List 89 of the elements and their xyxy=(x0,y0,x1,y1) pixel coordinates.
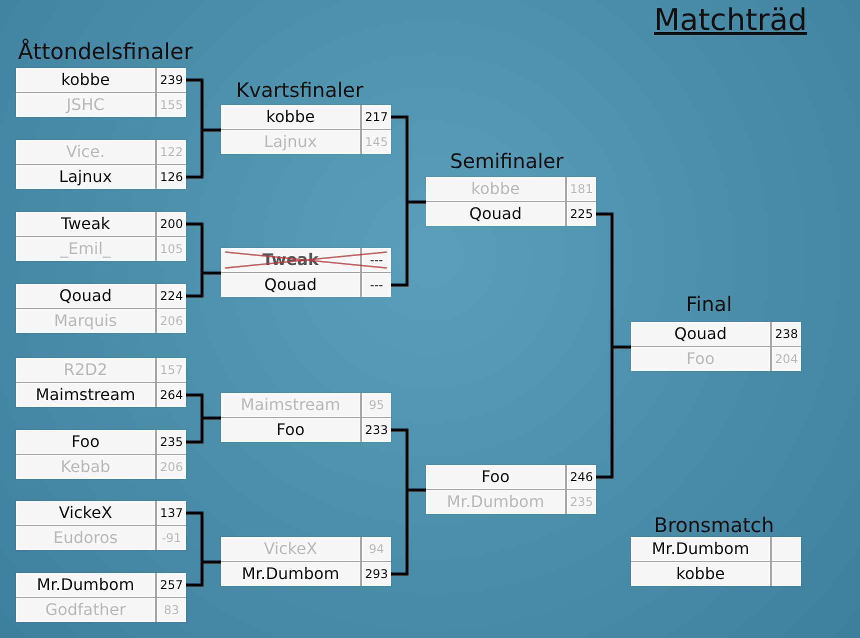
score: 105 xyxy=(159,241,184,258)
player-name: _Emil_ xyxy=(16,237,157,261)
score: 233 xyxy=(364,422,389,439)
match-box xyxy=(16,358,186,407)
match-box xyxy=(631,322,801,371)
player-name: Mr.Dumbom xyxy=(221,562,362,586)
player-name: Qouad xyxy=(631,322,772,346)
match-box xyxy=(426,177,596,226)
player-name: kobbe xyxy=(16,68,157,92)
match-box xyxy=(16,284,186,333)
bracket-line xyxy=(596,346,631,478)
score: 122 xyxy=(159,144,184,161)
score: 126 xyxy=(159,169,184,186)
score: 137 xyxy=(159,505,184,522)
score: 239 xyxy=(159,72,184,89)
diagram-title: Matchträd xyxy=(654,6,808,36)
player-name: Foo xyxy=(426,465,567,489)
score: 157 xyxy=(159,362,184,379)
player-name: VickeX xyxy=(221,537,362,561)
score: 94 xyxy=(368,541,386,558)
round-heading: Bronsmatch xyxy=(654,515,774,535)
player-name: Foo xyxy=(16,430,157,454)
score: -91 xyxy=(160,530,182,547)
score: 257 xyxy=(159,577,184,594)
player-name: Qouad xyxy=(426,202,567,226)
player-name: Foo xyxy=(631,347,772,371)
score: 181 xyxy=(569,181,594,198)
player-name: Eudoros xyxy=(16,526,157,550)
score: 206 xyxy=(159,459,184,476)
bracket-line xyxy=(186,128,221,178)
player-name: Mr.Dumbom xyxy=(16,573,157,597)
match-box xyxy=(221,248,391,297)
score: 246 xyxy=(569,469,594,486)
score: 206 xyxy=(159,313,184,330)
score: 83 xyxy=(162,602,180,619)
match-box xyxy=(221,105,391,154)
round-heading: Kvartsfinaler xyxy=(236,80,364,100)
player-name: Godfather xyxy=(16,598,157,622)
player-name: Vice. xyxy=(16,140,157,164)
match-box xyxy=(221,393,391,442)
score: 235 xyxy=(569,494,594,511)
round-heading: Semifinaler xyxy=(450,151,564,171)
score: 145 xyxy=(364,134,389,151)
player-name: Tweak xyxy=(16,212,157,236)
bracket-line xyxy=(391,488,426,576)
bracket-line xyxy=(391,200,426,286)
match-box xyxy=(16,140,186,189)
player-name: Maimstream xyxy=(16,383,157,407)
player-name: Lajnux xyxy=(221,130,362,154)
player-name: Mr.Dumbom xyxy=(426,490,567,514)
score: --- xyxy=(369,277,384,294)
score: 224 xyxy=(159,288,184,305)
score: --- xyxy=(369,252,384,269)
player-name: kobbe xyxy=(631,562,772,586)
match-box xyxy=(426,465,596,514)
bracket-line xyxy=(186,416,221,444)
bracket-line xyxy=(186,272,221,298)
score: 95 xyxy=(368,397,386,414)
player-name: Kebab xyxy=(16,455,157,479)
match-box xyxy=(16,430,186,479)
player-name: Mr.Dumbom xyxy=(631,537,772,561)
score: 155 xyxy=(159,97,184,114)
player-name: Marquis xyxy=(16,309,157,333)
match-box xyxy=(221,537,391,586)
player-name: JSHC xyxy=(16,93,157,117)
player-name: Qouad xyxy=(16,284,157,308)
match-box xyxy=(631,537,801,586)
match-box xyxy=(16,501,186,550)
score: 204 xyxy=(774,351,799,368)
bracket-line xyxy=(186,560,221,586)
player-name: kobbe xyxy=(426,177,567,201)
player-name: Foo xyxy=(221,418,362,442)
player-name: Qouad xyxy=(221,273,362,297)
score: 264 xyxy=(159,387,184,404)
player-name: kobbe xyxy=(221,105,362,129)
match-box xyxy=(16,573,186,622)
player-name: Maimstream xyxy=(221,393,362,417)
player-name: R2D2 xyxy=(16,358,157,382)
score: 293 xyxy=(364,566,389,583)
score: 217 xyxy=(364,109,389,126)
player-name: VickeX xyxy=(16,501,157,525)
round-heading: Final xyxy=(686,294,732,314)
match-box xyxy=(16,212,186,261)
score: 200 xyxy=(159,216,184,233)
score: 238 xyxy=(774,326,799,343)
score: 225 xyxy=(569,206,594,223)
match-box xyxy=(16,68,186,117)
score: 235 xyxy=(159,434,184,451)
player-name: Lajnux xyxy=(16,165,157,189)
